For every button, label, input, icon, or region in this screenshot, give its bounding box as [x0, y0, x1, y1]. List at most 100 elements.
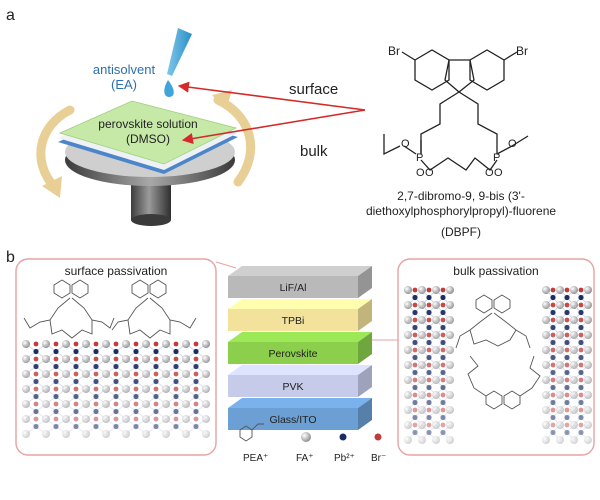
surface-lattice-pb-site [73, 363, 79, 370]
bulk-lattice-left-fa-site [446, 406, 454, 414]
surface-lattice-pb-site [93, 393, 99, 400]
bulk-lattice-right-pb-site [550, 324, 556, 331]
bulk-lattice-right-br-site [564, 362, 570, 368]
surface-lattice-fa-site [22, 430, 30, 438]
bulk-lattice-left-br-site [412, 407, 418, 413]
bulk-lattice-right-br-site [564, 377, 570, 383]
device-layer-label-glass-ito: Glass/ITO [269, 414, 316, 426]
bulk-lattice [404, 286, 592, 444]
bulk-lattice-right-pb-site [564, 384, 570, 391]
bulk-lattice-right-br-site [578, 347, 584, 353]
bulk-lattice-left-br-site [412, 317, 418, 323]
surface-lattice-br-site [93, 341, 99, 347]
bulk-lattice-right-fa-site [584, 436, 592, 444]
surface-lattice-fa-site [202, 385, 210, 393]
bulk-lattice-right-fa-site [584, 301, 592, 309]
bulk-lattice-left-pb-site [440, 294, 446, 301]
surface-lattice-br-site [53, 386, 59, 392]
surface-lattice-pb-site [193, 348, 199, 355]
bulk-lattice-right-pb-site [564, 429, 570, 436]
surface-lattice-br-site [133, 371, 139, 377]
fluorene-five-ring [444, 59, 475, 93]
bulk-lattice-left-pb-site [440, 429, 446, 436]
bulk-lattice-left-fa-site [446, 346, 454, 354]
surface-lattice-br-site [113, 356, 119, 362]
surface-lattice-pb-site [93, 408, 99, 415]
bulk-lattice-left-pb-site [440, 339, 446, 346]
o-right-bottom-label: O [494, 167, 503, 179]
surface-lattice-br-site [133, 386, 139, 392]
bulk-lattice-left-fa-site [432, 436, 440, 444]
surface-lattice-pb-site [193, 393, 199, 400]
surface-lattice-br-site [33, 371, 39, 377]
surface-lattice-pb-site [33, 378, 39, 385]
legend-fa-label: FA⁺ [296, 453, 314, 464]
bulk-lattice-right-pb-site [578, 354, 584, 361]
device-layer-side-lif-al [358, 266, 372, 298]
surface-lattice-pb-site [113, 348, 119, 355]
rotation-arrowhead-right [212, 90, 232, 110]
device-layer-lif-al [228, 276, 358, 298]
bulk-lattice-right-pb-site [578, 324, 584, 331]
bulk-lattice-left-br-site [426, 407, 432, 413]
bulk-lattice-left-br-site [440, 422, 446, 428]
bulk-lattice-right-pb-site [564, 309, 570, 316]
surface-lattice-br-site [173, 386, 179, 392]
surface-lattice-br-site [113, 416, 119, 422]
surface-lattice-br-site [93, 416, 99, 422]
surface-lattice-pb-site [193, 423, 199, 430]
surface-lattice-fa-site [102, 430, 110, 438]
bulk-lattice-left-fa-site [446, 331, 454, 339]
surface-lattice-pb-site [33, 393, 39, 400]
device-layer-label-tpbi: TPBi [282, 315, 305, 327]
bulk-lattice-left-pb-site [426, 339, 432, 346]
bulk-lattice-right-pb-site [550, 354, 556, 361]
surface-lattice-pb-site [113, 423, 119, 430]
bulk-lattice-left-fa-site [446, 301, 454, 309]
surface-lattice-pb-site [113, 378, 119, 385]
surface-lattice-pb-site [53, 363, 59, 370]
device-layer-side-tpbi [358, 299, 372, 331]
surface-lattice-pb-site [153, 363, 159, 370]
panel-a: a perovskite solution (DMSO) antisolvent… [6, 7, 556, 239]
rotation-arrowhead-left [42, 176, 62, 198]
bulk-lattice-right-br-site [578, 287, 584, 293]
legend-br-label: Br⁻ [371, 453, 386, 464]
bulk-lattice-left-br-site [412, 332, 418, 338]
bulk-lattice-left-br-site [426, 302, 432, 308]
bulk-lattice-right-br-site [550, 287, 556, 293]
bulk-lattice-left-br-site [440, 317, 446, 323]
surface-lattice-fa-site [202, 415, 210, 423]
o-mid-right-label: O [485, 167, 494, 179]
bulk-lattice-left-pb-site [426, 414, 432, 421]
bulk-dbpf-molecules [455, 294, 541, 410]
bulk-lattice-right-pb-site [578, 294, 584, 301]
bulk-lattice-left-pb-site [412, 384, 418, 391]
device-layer-label-pvk: PVK [282, 381, 303, 393]
bulk-lattice-left-br-site [412, 422, 418, 428]
surface-lattice-fa-site [122, 430, 130, 438]
bulk-lattice-right-pb-site [564, 369, 570, 376]
bulk-lattice-right-pb-site [578, 384, 584, 391]
surface-lattice-br-site [173, 401, 179, 407]
bulk-lattice-left-pb-site [440, 354, 446, 361]
bulk-lattice-left-br-site [412, 302, 418, 308]
bulk-lattice-left-br-site [412, 362, 418, 368]
bulk-lattice-left-fa-site [446, 391, 454, 399]
surface-lattice-br-site [193, 341, 199, 347]
bulk-lattice-left-fa-site [446, 376, 454, 384]
surface-lattice-pb-site [53, 408, 59, 415]
bulk-lattice-left-br-site [412, 392, 418, 398]
surface-lattice-pb-site [173, 378, 179, 385]
antisolvent-label-line2: (EA) [111, 77, 137, 92]
bulk-lattice-left-br-site [426, 317, 432, 323]
bulk-lattice-right-fa-site [584, 406, 592, 414]
bulk-lattice-left-pb-site [426, 384, 432, 391]
bulk-lattice-right-fa-site [584, 346, 592, 354]
device-layer-glass-ito [228, 408, 358, 430]
bulk-lattice-left-pb-site [440, 414, 446, 421]
device-layer-top-lif-al [228, 266, 372, 276]
bulk-lattice-left-br-site [440, 392, 446, 398]
surface-passivation-title: surface passivation [65, 264, 168, 278]
